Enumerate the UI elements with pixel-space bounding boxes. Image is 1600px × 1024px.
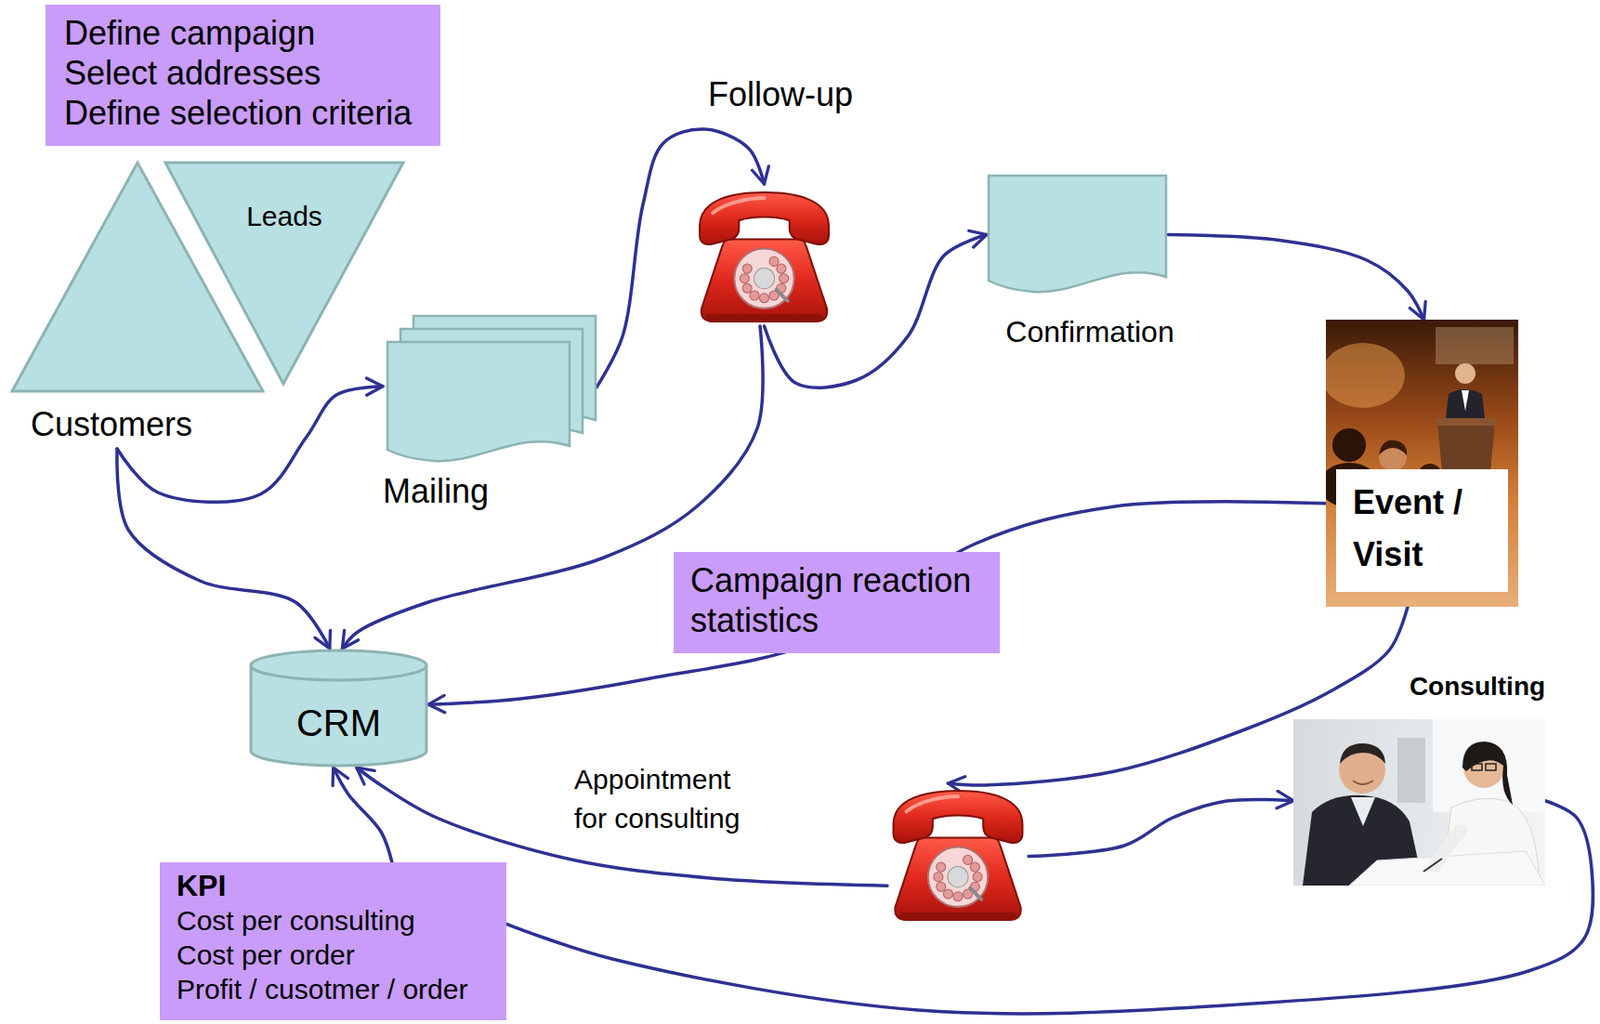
- node-text: Cost per order: [176, 937, 468, 972]
- node-text: CRM: [296, 700, 381, 746]
- shape-graphic: [887, 783, 1029, 924]
- shape-outline: [1293, 719, 1546, 886]
- kpi-box: KPICost per consultingCost per orderProf…: [159, 862, 507, 1021]
- text-holder: Mailing: [382, 471, 489, 512]
- node-text: Select addresses: [64, 52, 412, 93]
- connector-arrow: [117, 386, 383, 503]
- node-text: Define campaign: [64, 13, 412, 53]
- event-photo: Event / Visit: [1325, 319, 1519, 607]
- node-text: Define selection criteria: [64, 92, 412, 133]
- connector-arrow: [117, 448, 330, 649]
- text-holder: Customers: [30, 404, 193, 445]
- connector-arrow: [1028, 799, 1294, 856]
- node-text: Customers: [30, 404, 193, 445]
- node-text: Mailing: [382, 471, 489, 512]
- phone-icon: Appointment for consulting: [887, 783, 1029, 924]
- node-text: KPI: [176, 867, 468, 904]
- consulting-photo: Consulting: [1293, 719, 1546, 886]
- connector-arrow: [1167, 235, 1425, 321]
- text-holder: Consulting: [1409, 670, 1546, 703]
- shape-outline: [988, 175, 1167, 292]
- shape-outline: [165, 162, 404, 384]
- connector-arrow: [333, 767, 393, 863]
- shape-graphic: [1293, 719, 1546, 886]
- text-holder: Appointment for consulting: [574, 760, 756, 839]
- text-holder: KPICost per consultingCost per orderProf…: [159, 862, 485, 1012]
- task-box: Define campaignSelect addressesDefine se…: [45, 4, 441, 146]
- shape-graphic: [694, 183, 835, 327]
- node-text: Profit / cusotmer / order: [176, 971, 468, 1007]
- node-text: Appointment for consulting: [574, 760, 756, 839]
- document-shape: Confirmation: [986, 173, 1168, 296]
- shape-graphic: [163, 160, 406, 386]
- shape-outline: [699, 192, 829, 322]
- phone-icon: Follow-up: [694, 183, 835, 327]
- text-holder: Confirmation: [1005, 313, 1174, 351]
- shape-outline: [250, 650, 427, 766]
- shape-outline: [1319, 319, 1519, 607]
- shape-graphic: [986, 173, 1168, 296]
- lead-triangle: Leads: [163, 160, 406, 386]
- crm-database: CRM: [249, 648, 429, 768]
- text-holder: CRM: [249, 681, 429, 764]
- node-text: Confirmation: [1005, 313, 1174, 351]
- node-text: Follow-up: [708, 74, 853, 115]
- node-text: Consulting: [1409, 670, 1546, 703]
- text-holder: Event / Visit: [1336, 469, 1509, 592]
- shape-outline: [893, 790, 1023, 920]
- shape-outline: [387, 315, 596, 461]
- node-text: Cost per consulting: [176, 903, 468, 938]
- text-holder: Define campaignSelect addressesDefine se…: [45, 4, 431, 142]
- text-holder: Follow-up: [708, 74, 853, 115]
- mailing-documents: Mailing: [382, 313, 597, 512]
- connector-arrow: [428, 501, 1326, 705]
- node-text: Event / Visit: [1352, 476, 1492, 581]
- text-holder: Leads: [163, 197, 406, 236]
- edge-label: Campaign reaction statistics: [673, 551, 1000, 654]
- node-text: Leads: [163, 197, 406, 236]
